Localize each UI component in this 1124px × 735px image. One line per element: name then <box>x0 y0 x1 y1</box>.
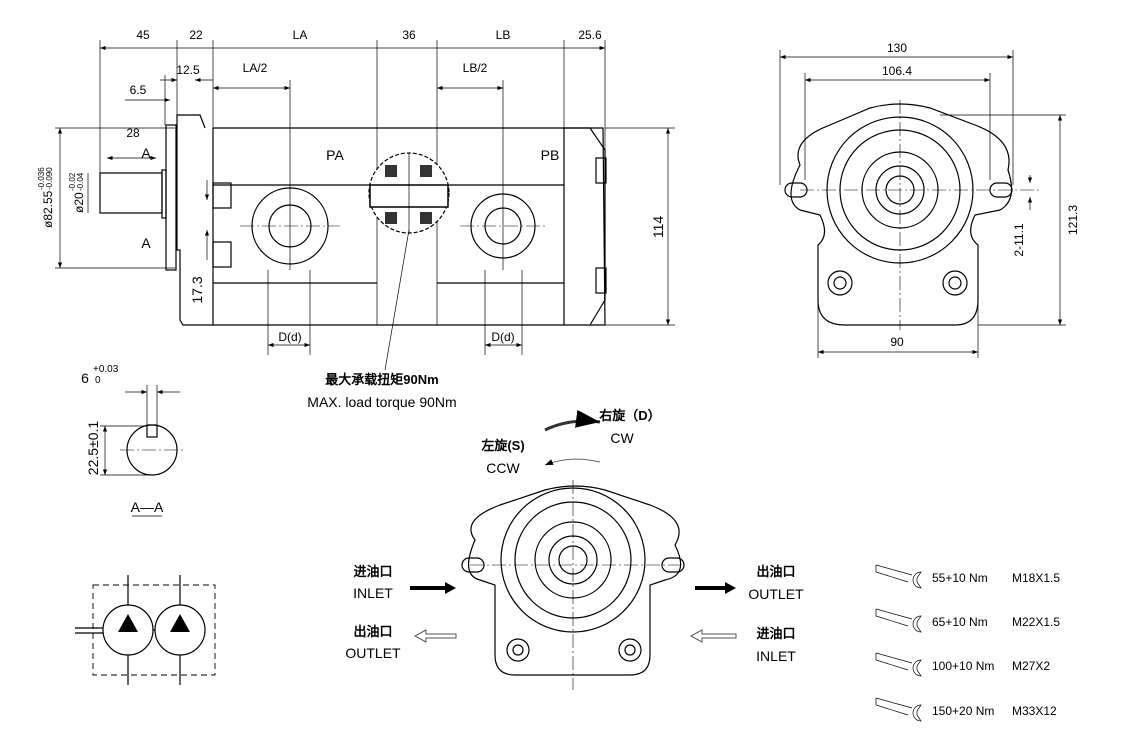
outlet-arrow-icon <box>695 582 736 594</box>
dimension-labels: 45 22 LA 36 LB 25.6 12.5 LA/2 LB/2 6.5 2… <box>37 28 666 344</box>
svg-text:100+10 Nm: 100+10 Nm <box>932 659 994 673</box>
wrench-icon <box>875 608 922 633</box>
outlet-arrow-icon <box>413 629 457 643</box>
key-height: 22.5±0.1 <box>85 421 101 476</box>
section-mark-bottom: A <box>141 235 151 251</box>
svg-text:M22X1.5: M22X1.5 <box>1012 615 1060 629</box>
svg-text:-0.036: -0.036 <box>37 167 46 190</box>
pilot-diameter: ø82.55 -0.036 -0.090 <box>37 167 55 228</box>
shaft <box>99 172 163 214</box>
torque-row: 100+10 Nm M27X2 <box>875 652 1050 677</box>
svg-text:M33X12: M33X12 <box>1012 704 1057 718</box>
cw-en: CW <box>610 430 634 446</box>
port-a-label: PA <box>326 147 344 163</box>
torque-row: 150+20 Nm M33X12 <box>875 697 1057 722</box>
keyway-section: 6 +0.03 0 22.5±0.1 A—A <box>81 364 185 517</box>
svg-text:-0.02: -0.02 <box>68 172 77 191</box>
ccw-en: CCW <box>486 460 520 476</box>
left-bottom-port-en: OUTLET <box>345 645 401 661</box>
coupling-section <box>368 152 450 371</box>
dim-17-3: 17.3 <box>189 276 205 303</box>
port-b-dia: D(d) <box>491 330 514 344</box>
dim-45: 45 <box>136 28 150 42</box>
right-top-port-cn: 出油口 <box>756 564 795 579</box>
wrench-icon <box>875 652 922 677</box>
shaft-diameter: ø20 -0.02 -0.04 <box>68 172 86 213</box>
port-a <box>240 187 340 265</box>
right-bottom-port-cn: 进油口 <box>756 626 795 641</box>
left-top-port-cn: 进油口 <box>353 564 392 579</box>
svg-text:55+10 Nm: 55+10 Nm <box>932 571 988 585</box>
cw-cn: 右旋（D） <box>598 408 660 423</box>
torque-row: 65+10 Nm M22X1.5 <box>875 608 1060 633</box>
torque-row: 55+10 Nm M18X1.5 <box>875 564 1060 589</box>
svg-text:ø20: ø20 <box>72 192 86 213</box>
side-view: 45 22 LA 36 LB 25.6 12.5 LA/2 LB/2 6.5 2… <box>37 28 675 371</box>
max-torque-en: MAX. load torque 90Nm <box>307 394 456 410</box>
dim-25-6: 25.6 <box>578 28 602 42</box>
wrench-icon <box>875 697 922 722</box>
max-torque-cn: 最大承载扭矩90Nm <box>325 372 438 387</box>
dim-12-5: 12.5 <box>176 63 200 77</box>
inlet-arrow-icon <box>410 582 456 594</box>
port-b-label: PB <box>541 147 560 163</box>
dim-130: 130 <box>887 41 907 55</box>
section-mark-top: A <box>141 145 151 161</box>
pump-body <box>99 114 607 326</box>
svg-text:M27X2: M27X2 <box>1012 659 1050 673</box>
ccw-cn: 左旋(S) <box>481 438 524 453</box>
pump-triangle-icon <box>118 614 138 632</box>
inlet-arrow-icon <box>689 629 737 643</box>
dim-114: 114 <box>650 216 666 239</box>
front-view: 130 106.4 121.3 2-11.1 90 <box>779 41 1080 358</box>
torque-table: 55+10 Nm M18X1.5 65+10 Nm M22X1.5 100+10… <box>875 564 1060 722</box>
port-a-dia: D(d) <box>278 330 301 344</box>
wrench-icon <box>875 564 922 589</box>
dim-121-3: 121.3 <box>1066 205 1080 235</box>
key-tol-lower: 0 <box>95 375 101 386</box>
cw-arrow-icon <box>544 409 601 432</box>
svg-text:65+10 Nm: 65+10 Nm <box>932 615 988 629</box>
dim-28: 28 <box>126 126 140 140</box>
left-top-port-en: INLET <box>353 585 393 601</box>
dim-lb: LB <box>496 28 511 42</box>
rotation-view: 右旋（D） CW 左旋(S) CCW 进油口 INLET 出油口 OUTLET … <box>345 408 804 690</box>
left-bottom-port-cn: 出油口 <box>353 624 392 639</box>
dim-la-half: LA/2 <box>243 61 268 75</box>
dim-90: 90 <box>890 335 904 349</box>
svg-text:-0.090: -0.090 <box>45 167 54 190</box>
svg-text:150+20 Nm: 150+20 Nm <box>932 704 994 718</box>
key-tol-upper: +0.03 <box>93 364 119 375</box>
dim-6-5: 6.5 <box>130 83 147 97</box>
right-bottom-port-en: INLET <box>756 648 796 664</box>
dim-36: 36 <box>402 28 416 42</box>
hydraulic-symbol <box>75 575 216 685</box>
svg-text:-0.04: -0.04 <box>76 172 85 191</box>
right-top-port-en: OUTLET <box>748 586 804 602</box>
section-title: A—A <box>131 499 164 515</box>
dim-holes: 2-11.1 <box>1012 223 1026 256</box>
svg-text:ø82.55: ø82.55 <box>41 190 55 228</box>
dim-106-4: 106.4 <box>882 64 912 78</box>
dimension-lines <box>55 45 675 355</box>
pump-triangle-icon <box>170 614 190 632</box>
key-width: 6 <box>81 370 89 386</box>
svg-text:M18X1.5: M18X1.5 <box>1012 571 1060 585</box>
dim-lb-half: LB/2 <box>463 61 488 75</box>
dim-la: LA <box>293 28 308 42</box>
ccw-arrow-icon <box>544 458 601 466</box>
port-b <box>460 193 546 259</box>
dim-22: 22 <box>189 28 203 42</box>
